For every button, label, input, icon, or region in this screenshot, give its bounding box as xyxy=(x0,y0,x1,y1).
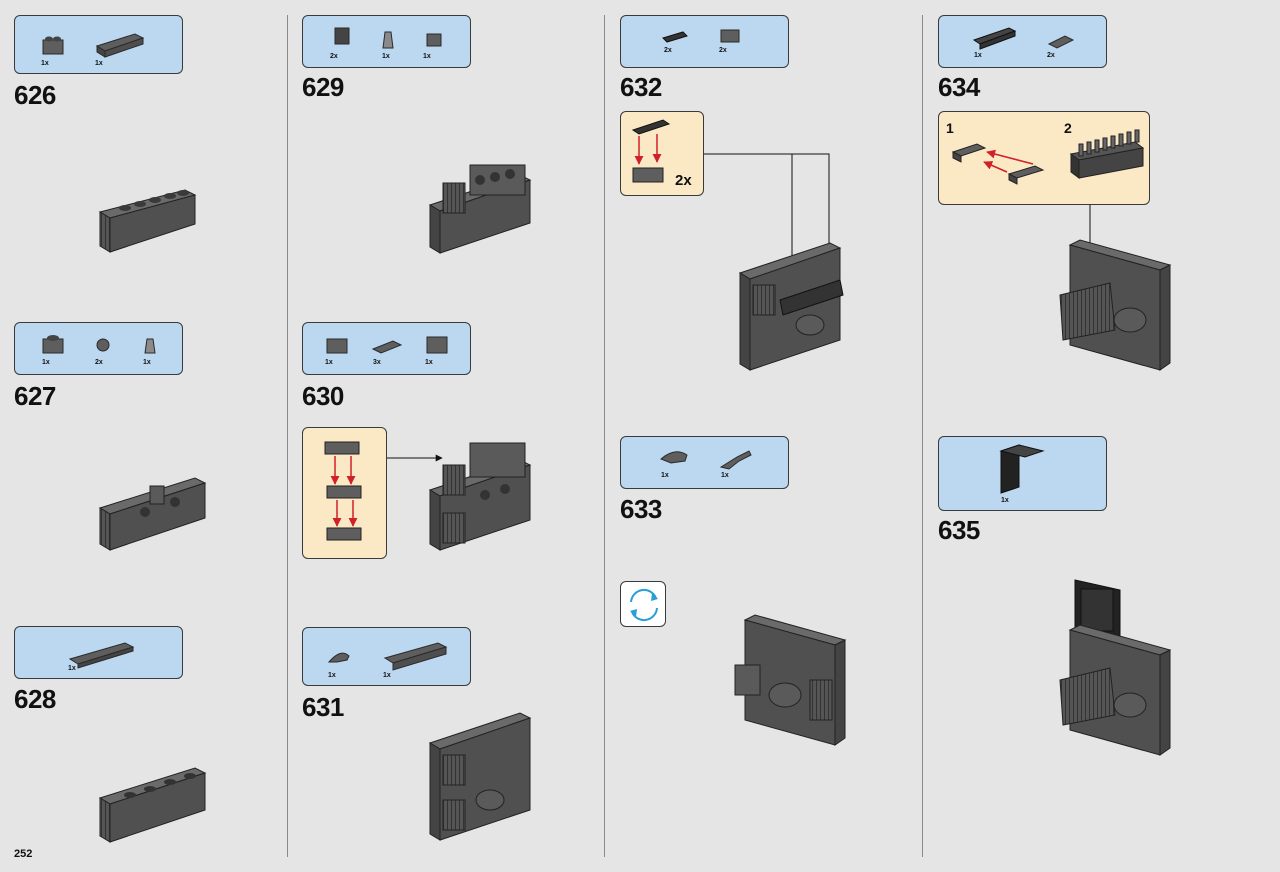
parts-icons xyxy=(334,27,442,49)
part-quantity: 1x xyxy=(661,472,669,479)
column-divider xyxy=(922,15,923,857)
step-number: 631 xyxy=(302,692,344,722)
parts-icons xyxy=(972,27,1075,50)
assembly-model xyxy=(428,442,532,551)
step-number: 627 xyxy=(14,381,56,411)
part-quantity: 2x xyxy=(95,359,103,366)
assembly-model xyxy=(1059,579,1172,756)
parts-icons xyxy=(326,336,448,354)
part-quantity: 2x xyxy=(719,47,727,54)
parts-callout: 1x 1x xyxy=(14,15,183,74)
assembly-model xyxy=(734,614,847,746)
subassembly-callout: 2x xyxy=(620,111,704,196)
parts-callout: 2x 1x 1x xyxy=(302,15,471,68)
parts-callout: 1x 2x 1x xyxy=(14,322,183,375)
subassembly-quantity: 2x xyxy=(675,172,692,189)
subassembly-diagram xyxy=(324,441,362,541)
part-quantity: 1x xyxy=(42,359,50,366)
panel-1x4x3-icon xyxy=(999,444,1045,494)
parts-callout: 1x 2x xyxy=(938,15,1107,68)
parts-callout: 1x 1x xyxy=(302,627,471,686)
step-number: 634 xyxy=(938,72,980,102)
part-quantity: 2x xyxy=(664,47,672,54)
parts-callout: 1x xyxy=(14,626,183,679)
parts-callout: 2x 2x xyxy=(620,15,789,68)
column-divider xyxy=(287,15,288,857)
step-number: 626 xyxy=(14,80,56,110)
assembly-model xyxy=(98,767,207,843)
rotate-model-icon xyxy=(630,588,658,622)
subassembly-callout xyxy=(302,427,387,559)
subassembly-diagram xyxy=(951,129,1145,185)
parts-icons xyxy=(660,450,752,470)
assembly-model xyxy=(428,712,532,841)
parts-icons xyxy=(42,335,156,354)
substep-number: 1 xyxy=(946,120,954,136)
assembly-model xyxy=(98,189,197,253)
part-quantity: 2x xyxy=(1047,52,1055,59)
subassembly-diagram xyxy=(631,119,671,183)
part-quantity: 1x xyxy=(383,672,391,679)
parts-callout: 1x 3x 1x xyxy=(302,322,471,375)
parts-callout: 1x 1x xyxy=(620,436,789,489)
assembly-model xyxy=(1059,239,1172,371)
part-quantity: 1x xyxy=(328,672,336,679)
part-quantity: 2x xyxy=(330,53,338,60)
part-quantity: 1x xyxy=(423,53,431,60)
part-quantity: 1x xyxy=(143,359,151,366)
brick-1x2-icon xyxy=(42,33,145,58)
step-number: 635 xyxy=(938,515,980,545)
page-number: 252 xyxy=(14,848,33,860)
part-quantity: 1x xyxy=(325,359,333,366)
part-quantity: 1x xyxy=(41,60,49,67)
subassembly-callout: 1 2 xyxy=(938,111,1150,205)
part-quantity: 1x xyxy=(425,359,433,366)
assembly-model xyxy=(428,164,532,254)
parts-icons xyxy=(327,642,448,671)
plate-1x6-icon xyxy=(68,642,135,669)
assembly-model xyxy=(738,242,844,371)
part-quantity: 1x xyxy=(1001,497,1009,504)
placement-arrow xyxy=(387,454,443,462)
column-divider xyxy=(604,15,605,857)
step-number: 632 xyxy=(620,72,662,102)
parts-callout: 1x xyxy=(938,436,1107,511)
step-number: 633 xyxy=(620,494,662,524)
step-number: 628 xyxy=(14,684,56,714)
assembly-model xyxy=(98,477,207,551)
part-quantity: 3x xyxy=(373,359,381,366)
step-number: 629 xyxy=(302,72,344,102)
step-number: 630 xyxy=(302,381,344,411)
substep-number: 2 xyxy=(1064,120,1072,136)
parts-icons xyxy=(662,29,740,43)
part-quantity: 1x xyxy=(721,472,729,479)
part-quantity: 1x xyxy=(68,665,76,672)
part-quantity: 1x xyxy=(95,60,103,67)
rotate-model-callout xyxy=(620,581,666,627)
part-quantity: 1x xyxy=(974,52,982,59)
part-quantity: 1x xyxy=(382,53,390,60)
